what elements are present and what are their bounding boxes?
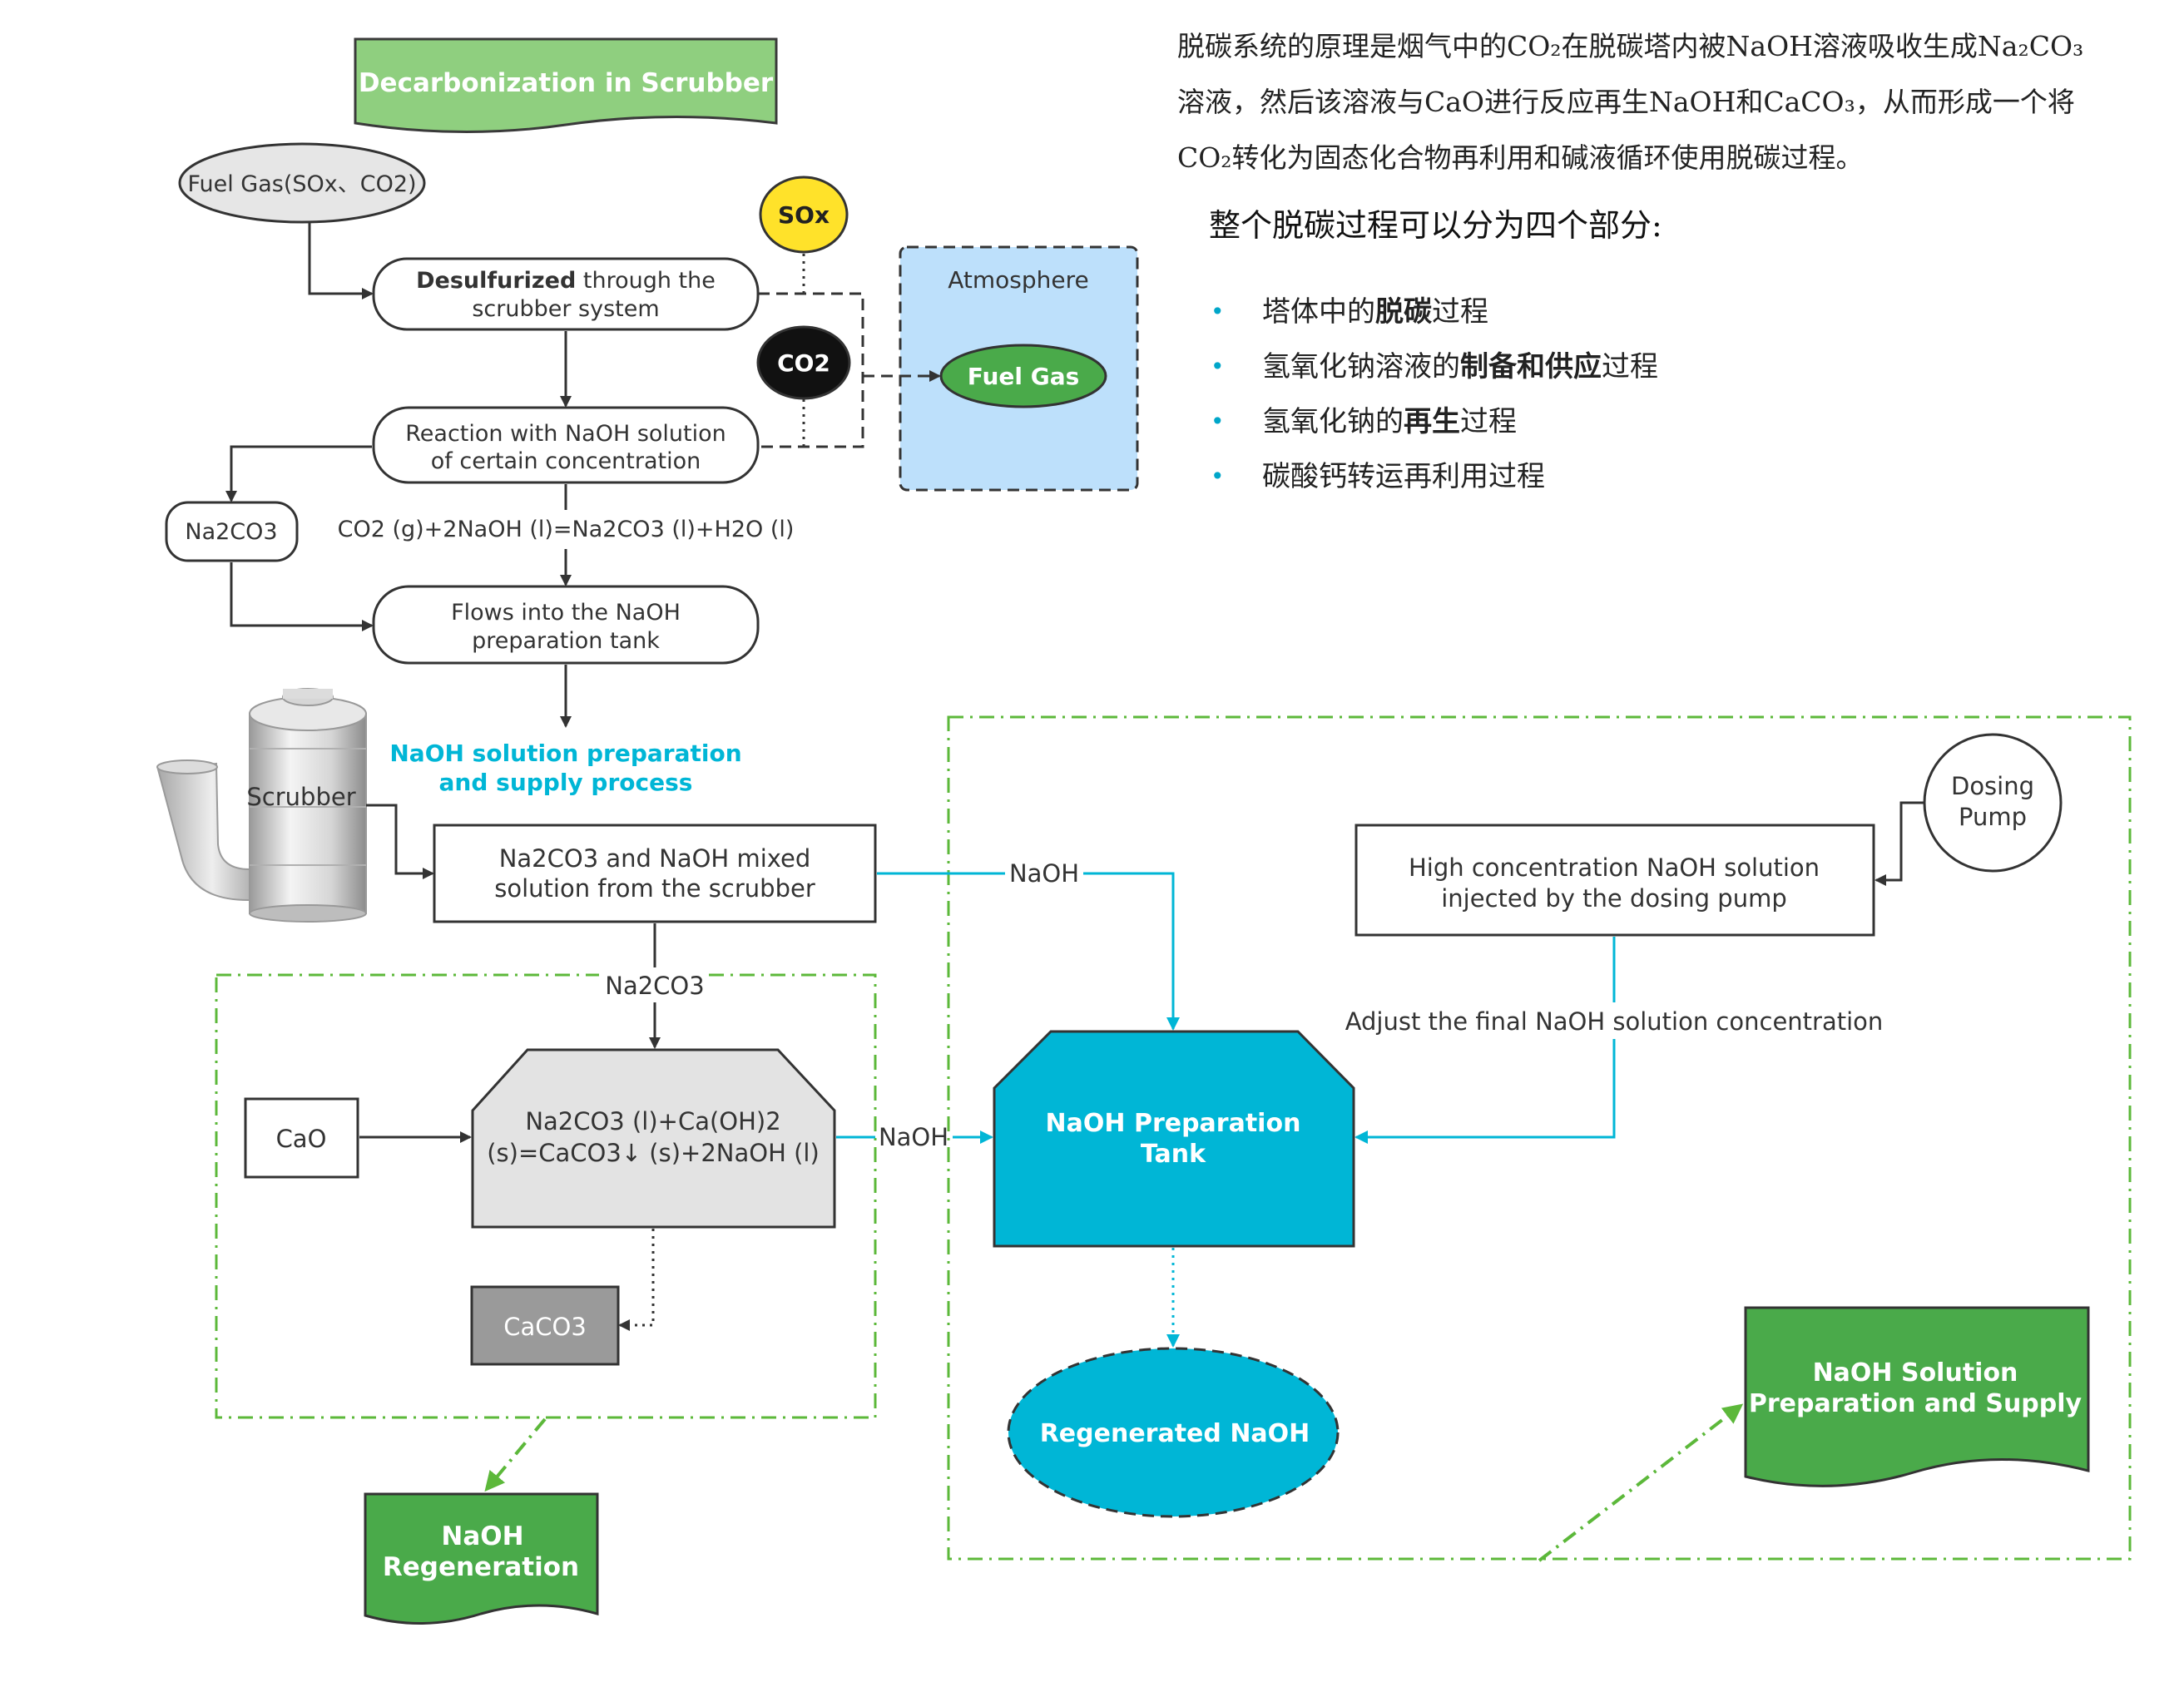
fuel-gas-input-node: Fuel Gas(SOx、CO2) bbox=[178, 142, 426, 224]
bullet-icon: • bbox=[1211, 353, 1225, 380]
dosing-pump-line2: Pump bbox=[1959, 803, 2027, 831]
naoh-regeneration-doc-line2: Regeneration bbox=[383, 1552, 579, 1582]
adjust-concentration-label: Adjust the final NaOH solution concentra… bbox=[1345, 1007, 1884, 1036]
atmosphere-label: Atmosphere bbox=[948, 266, 1089, 294]
regeneration-reaction-node: Na2CO3 (l)+Ca(OH)2 (s)=CaCO3↓ (s)+2NaOH … bbox=[471, 1048, 836, 1229]
na2co3-down-label-bg bbox=[599, 967, 707, 1002]
supply-region bbox=[947, 715, 2132, 1561]
sox-node: SOx bbox=[759, 176, 849, 254]
section2-connectors bbox=[359, 801, 1924, 1562]
naoh-supply-doc-line1: NaOH Solution bbox=[1813, 1358, 2018, 1388]
scrubber-illustration: Scrubber bbox=[156, 688, 367, 923]
regeneration-reaction-line1: Na2CO3 (l)+Ca(OH)2 bbox=[525, 1107, 780, 1135]
description-line2: 溶液，然后该溶液与CaO进行反应再生NaOH和CaCO₃，从而形成一个将 bbox=[1177, 86, 2075, 118]
high-conc-to-tank-cyan-arrow bbox=[1354, 1039, 1616, 1144]
regenerated-naoh-node: Regenerated NaOH bbox=[1007, 1347, 1340, 1518]
region-to-regeneration-doc-arrow bbox=[484, 1417, 547, 1492]
description-line1: 脱碳系统的原理是烟气中的CO₂在脱碳塔内被NaOH溶液吸收生成Na₂CO₃ bbox=[1177, 30, 2084, 62]
fuel-to-desulfurized-arrow bbox=[308, 223, 374, 299]
adjust-label-bg bbox=[1331, 1002, 1893, 1039]
mixed-solution-node: Na2CO3 and NaOH mixed solution from the … bbox=[433, 824, 877, 923]
regenerated-naoh-label: Regenerated NaOH bbox=[1040, 1419, 1310, 1448]
decarbonization-equation: CO2 (g)+2NaOH (l)=Na2CO3 (l)+H2O (l) bbox=[338, 517, 795, 542]
na2co3-side-label: Na2CO3 bbox=[185, 519, 277, 545]
tank-label-line1: NaOH Preparation bbox=[1046, 1109, 1301, 1138]
dosing-to-high-conc-arrow bbox=[1874, 801, 1924, 886]
process-part-item: •碳酸钙转运再利用过程 bbox=[1211, 449, 1658, 504]
naoh-preparation-heading-line1: NaOH solution preparation bbox=[389, 740, 741, 767]
bullet-icon: • bbox=[1211, 463, 1225, 490]
naoh-preparation-heading-line2: and supply process bbox=[439, 769, 693, 796]
sox-label: SOx bbox=[778, 201, 830, 229]
naoh-preparation-tank-node: NaOH Preparation Tank bbox=[993, 1030, 1355, 1248]
na2co3-down-label: Na2CO3 bbox=[605, 972, 704, 1000]
decarbonization-title-text: Decarbonization in Scrubber bbox=[359, 68, 774, 98]
reaction-to-na2co3-arrow bbox=[225, 445, 372, 502]
co2-label: CO2 bbox=[777, 349, 830, 377]
flows-into-tank-node: Flows into the NaOH preparation tank bbox=[372, 585, 760, 665]
tank-label-line2: Tank bbox=[1141, 1140, 1206, 1169]
mixed-solution-line1: Na2CO3 and NaOH mixed bbox=[499, 844, 811, 873]
process-part-item: •氢氧化钠的再生过程 bbox=[1211, 394, 1658, 449]
cao-node: CaO bbox=[244, 1097, 359, 1179]
naoh-regeneration-doc: NaOH Regeneration bbox=[364, 1492, 599, 1625]
na2co3-to-flows-arrow bbox=[230, 562, 374, 631]
atmosphere-node: Atmosphere Fuel Gas bbox=[899, 245, 1139, 492]
high-concentration-line1: High concentration NaOH solution bbox=[1409, 853, 1820, 882]
description-line3: CO₂转化为固态化合物再利用和碱液循环使用脱碳过程。 bbox=[1177, 141, 1864, 174]
reaction-naoh-line1: Reaction with NaOH solution bbox=[405, 421, 726, 447]
fuel-gas-output-label: Fuel Gas bbox=[968, 363, 1080, 390]
fuel-gas-input-label: Fuel Gas(SOx、CO2) bbox=[187, 171, 416, 197]
cao-label: CaO bbox=[276, 1125, 327, 1153]
desulfurized-node: Desulfurized through the scrubber system bbox=[372, 257, 760, 331]
dosing-pump-node: Dosing Pump bbox=[1923, 733, 2063, 873]
flows-into-tank-line1: Flows into the NaOH bbox=[451, 600, 681, 626]
naoh-regeneration-doc-line1: NaOH bbox=[441, 1521, 523, 1551]
mixed-to-tank-cyan-arrow bbox=[1083, 872, 1180, 1031]
naoh-mid-label: NaOH bbox=[879, 1123, 948, 1151]
scrubber-label: Scrubber bbox=[246, 783, 355, 811]
process-part-item: •氢氧化钠溶液的制备和供应过程 bbox=[1211, 339, 1658, 394]
naoh-supply-doc-line2: Preparation and Supply bbox=[1749, 1389, 2082, 1418]
caco3-label: CaCO3 bbox=[503, 1313, 587, 1341]
high-concentration-node: High concentration NaOH solution injecte… bbox=[1354, 824, 1875, 937]
process-parts-list: •塔体中的脱碳过程 •氢氧化钠溶液的制备和供应过程 •氢氧化钠的再生过程 •碳酸… bbox=[1211, 284, 1658, 504]
desulfurized-line2: scrubber system bbox=[472, 296, 659, 322]
section-naoh-preparation: NaOH solution preparation and supply pro… bbox=[156, 688, 2132, 1625]
process-part-item: •塔体中的脱碳过程 bbox=[1211, 284, 1658, 339]
high-concentration-line2: injected by the dosing pump bbox=[1441, 884, 1787, 913]
region-to-supply-doc-arrow bbox=[1538, 1403, 1744, 1562]
regeneration-reaction-line2: (s)=CaCO3↓ (s)+2NaOH (l) bbox=[487, 1139, 820, 1167]
flows-into-tank-line2: preparation tank bbox=[472, 628, 660, 654]
decarbonization-title: Decarbonization in Scrubber bbox=[354, 37, 778, 133]
scrubber-to-mixed-arrow bbox=[366, 804, 434, 879]
summary-title: 整个脱碳过程可以分为四个部分: bbox=[1209, 207, 1662, 244]
dosing-pump-line1: Dosing bbox=[1951, 772, 2034, 800]
reaction-naoh-node: Reaction with NaOH solution of certain c… bbox=[372, 406, 760, 484]
bullet-icon: • bbox=[1211, 298, 1225, 325]
bullet-icon: • bbox=[1211, 408, 1225, 435]
naoh-top-label: NaOH bbox=[1009, 859, 1079, 888]
mixed-solution-line2: solution from the scrubber bbox=[494, 874, 815, 903]
section-decarbonization: Decarbonization in Scrubber Fuel Gas(SOx… bbox=[165, 37, 1139, 728]
naoh-supply-doc: NaOH Solution Preparation and Supply bbox=[1744, 1306, 2090, 1487]
reaction-to-caco3-dotted-arrow bbox=[618, 1229, 655, 1331]
regeneration-region bbox=[215, 973, 877, 1419]
description-panel: 脱碳系统的原理是烟气中的CO₂在脱碳塔内被NaOH溶液吸收生成Na₂CO₃ 溶液… bbox=[1177, 18, 2142, 186]
co2-node: CO2 bbox=[756, 325, 851, 400]
reaction-naoh-line2: of certain concentration bbox=[431, 448, 701, 474]
na2co3-side-node: Na2CO3 bbox=[165, 501, 299, 562]
desulfurized-line1: Desulfurized through the bbox=[416, 268, 716, 294]
caco3-node: CaCO3 bbox=[470, 1285, 620, 1366]
section1-connectors bbox=[225, 223, 941, 728]
